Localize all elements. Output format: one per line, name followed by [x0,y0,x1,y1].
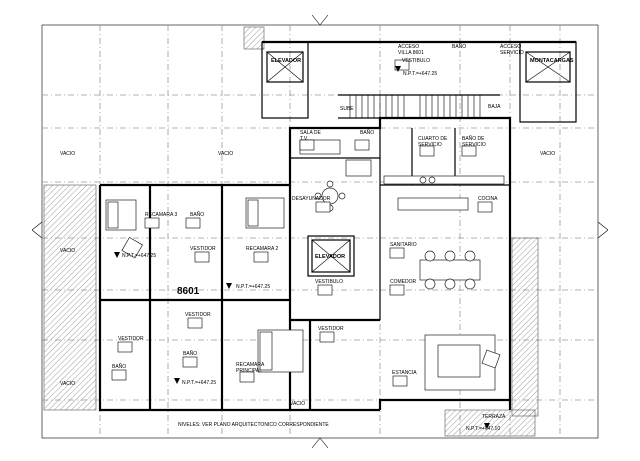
label-npt-center: N.P.T.=+647.25 [236,284,270,290]
label-terraza: TERRAZA [482,414,506,420]
label-vacio-bottom: VACIO [290,401,305,407]
label-elevador-top: ELEVADOR [271,58,301,64]
label-bano-left: BAÑO [112,363,126,370]
label-vacio-center: VACIO [218,151,233,157]
stairs [349,95,481,118]
label-npt-bottom: N.P.T.=+647.25 [182,380,216,386]
label-vestibulo-top: VESTIBULO [402,58,430,64]
label-npt-r: N.P.T.=+647.25 [122,253,156,259]
label-vacio-west2: VACIO [60,381,75,387]
hatch-east [511,237,539,417]
label-estancia: ESTANCIA [392,370,417,376]
elevator-top [266,51,304,83]
label-desayunador: DESAYUNADOR [292,196,331,202]
label-recamara-3: RECAMARA 3 [145,212,177,218]
label-sanitario: SANITARIO [390,242,417,248]
label-vestidor-left: VESTIDOR [118,336,144,342]
level-markers [114,66,490,429]
label-npt-terraza: N.P.T.=+647.10 [466,426,500,432]
label-elevador-center: ELEVADOR [315,254,345,260]
label-vacio-west: VACIO [60,248,75,254]
label-cocina: COCINA [478,196,498,202]
label-bano-tv: BAÑO [360,129,374,136]
label-sube: SUBE [340,106,354,112]
label-vestidor-r3: VESTIDOR [190,246,216,252]
unit-number: 8601 [177,286,200,297]
furniture [105,139,505,391]
label-vestidor-mid: VESTIDOR [185,312,211,318]
label-bano-r3: BAÑO [190,211,204,218]
label-baja: BAJA [488,104,501,110]
room-tags [111,59,493,387]
label-recamara-2: RECAMARA 2 [246,246,278,252]
label-comedor: COMEDOR [390,279,417,285]
label-vacio-right: VACIO [540,151,555,157]
walls [98,40,577,412]
montacargas [525,51,571,83]
hatch-top [243,26,265,50]
label-vestidor-right: VESTIDOR [318,326,344,332]
label-bano-mid: BAÑO [183,350,197,357]
label-montacargas: MONTACARGAS [530,58,574,64]
label-npt-top: N.P.T.=+647.25 [403,71,437,77]
label-vacio-left: VACIO [60,151,75,157]
label-bano-top: BAÑO [452,43,466,50]
hatch-west [43,184,97,411]
plan-note: NIVELES: VER PLANO ARQUITECTONICO CORRES… [178,422,329,428]
label-vestibulo-center: VESTIBULO [315,279,343,285]
elevator-center [311,239,351,273]
